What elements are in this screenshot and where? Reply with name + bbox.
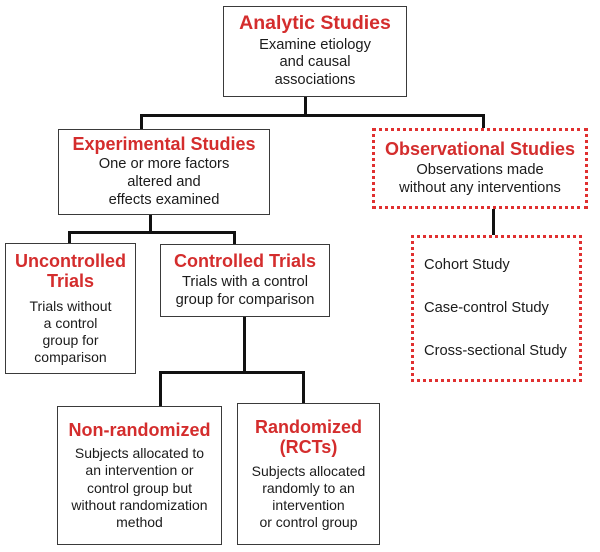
connector-to-randomized	[302, 371, 305, 404]
node-analytic-studies-title: Analytic Studies	[239, 11, 391, 34]
list-item-cohort-study: Cohort Study	[424, 256, 510, 273]
connector-to-experimental	[140, 114, 143, 130]
connector-level3-bar	[159, 371, 305, 374]
connector-to-controlled	[233, 231, 236, 245]
node-non-randomized[interactable]: Non-randomized Subjects allocated to an …	[57, 406, 222, 545]
node-non-randomized-title: Non-randomized	[68, 420, 211, 441]
connector-observational-stem	[492, 207, 495, 236]
connector-controlled-stem	[243, 317, 246, 373]
connector-to-observational	[482, 114, 485, 130]
connector-experimental-stem	[149, 213, 152, 233]
connector-to-nonrandomized	[159, 371, 162, 407]
connector-to-uncontrolled	[68, 231, 71, 244]
node-randomized-body: Subjects allocated randomly to an interv…	[251, 463, 366, 531]
connector-level2-bar	[68, 231, 236, 234]
node-controlled-trials-title: Controlled Trials	[173, 251, 317, 272]
node-observational-types[interactable]: Cohort Study Case-control Study Cross-se…	[411, 235, 582, 382]
node-randomized-title: Randomized (RCTs)	[254, 416, 362, 457]
node-controlled-trials[interactable]: Controlled Trials Trials with a control …	[160, 244, 330, 317]
node-controlled-trials-body: Trials with a control group for comparis…	[175, 273, 315, 308]
node-uncontrolled-trials[interactable]: Uncontrolled Trials Trials without a con…	[5, 243, 136, 374]
node-analytic-studies-body: Examine etiology and causal associations	[259, 36, 371, 89]
node-experimental-studies-body: One or more factors altered and effects …	[98, 156, 230, 209]
node-experimental-studies-title: Experimental Studies	[72, 134, 256, 155]
connector-analytic-stem	[304, 95, 307, 116]
node-observational-studies-title: Observational Studies	[384, 139, 576, 160]
connector-level1-bar	[140, 114, 485, 117]
node-non-randomized-body: Subjects allocated to an intervention or…	[71, 445, 208, 530]
node-uncontrolled-trials-title: Uncontrolled Trials	[15, 250, 126, 291]
node-observational-studies[interactable]: Observational Studies Observations made …	[372, 128, 588, 209]
node-randomized[interactable]: Randomized (RCTs) Subjects allocated ran…	[237, 403, 380, 545]
node-observational-studies-body: Observations made without any interventi…	[399, 161, 561, 196]
list-item-cross-sectional-study: Cross-sectional Study	[424, 342, 567, 359]
list-item-case-control-study: Case-control Study	[424, 299, 549, 316]
node-experimental-studies[interactable]: Experimental Studies One or more factors…	[58, 129, 270, 215]
node-uncontrolled-trials-body: Trials without a control group for compa…	[29, 298, 112, 366]
node-analytic-studies[interactable]: Analytic Studies Examine etiology and ca…	[223, 6, 407, 97]
